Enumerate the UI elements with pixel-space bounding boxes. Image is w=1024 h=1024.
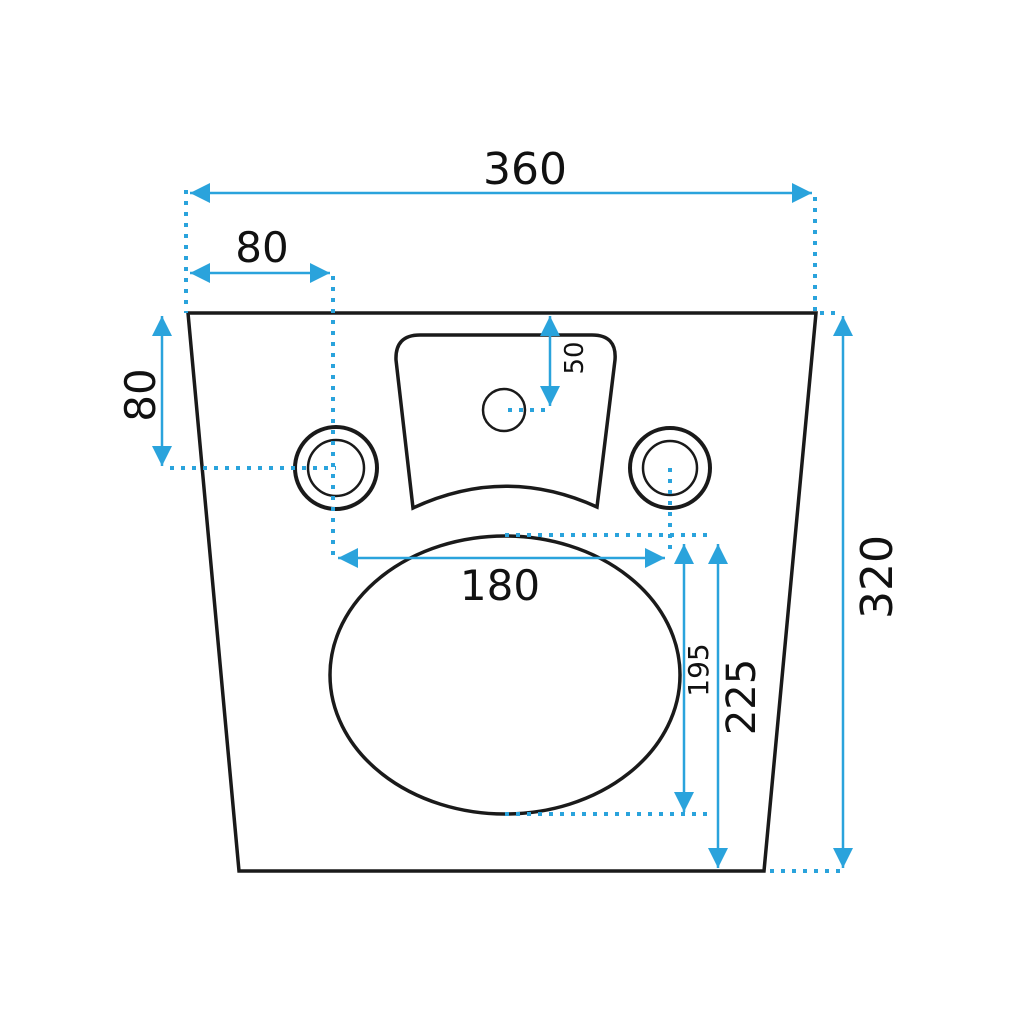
label-tap-hole-offset: 50: [560, 341, 590, 374]
tap-hole: [481, 387, 527, 433]
basin-outline: [186, 311, 818, 873]
label-overall-width: 360: [483, 144, 567, 195]
label-ring-offset-x: 80: [235, 223, 288, 272]
label-ring-spacing: 180: [460, 561, 540, 610]
label-basin-offset: 225: [719, 659, 765, 735]
extension-lines: [170, 190, 842, 873]
label-overall-height: 320: [852, 535, 903, 619]
label-basin-depth: 195: [682, 643, 715, 696]
label-ring-offset-y: 80: [116, 368, 165, 421]
faucet-deck: [394, 333, 617, 511]
right-mounting-ring: [628, 426, 712, 510]
